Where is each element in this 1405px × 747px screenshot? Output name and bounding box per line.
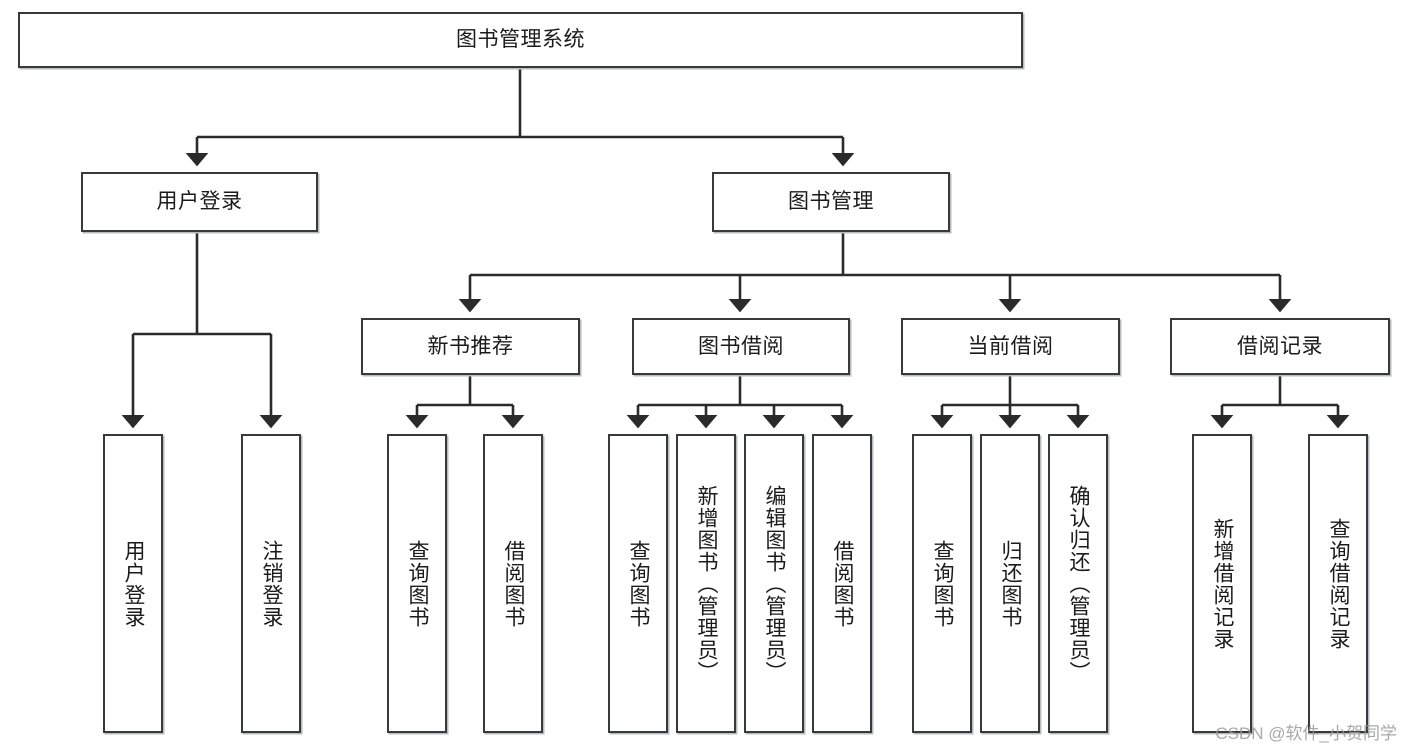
leaf-current-borrow-confirm-return[interactable]: 确认归还（管理员） bbox=[1048, 434, 1108, 733]
node-label: 借阅图书 bbox=[502, 539, 526, 628]
node-label: 用户登录 bbox=[156, 190, 243, 214]
leaf-user-login-logout[interactable]: 注销登录 bbox=[241, 434, 301, 733]
leaf-book-borrow-borrow-book[interactable]: 借阅图书 bbox=[812, 434, 872, 733]
leaf-current-borrow-return-book[interactable]: 归还图书 bbox=[980, 434, 1040, 733]
node-book-borrow[interactable]: 图书借阅 bbox=[632, 318, 850, 375]
node-label: 查询图书 bbox=[406, 539, 430, 628]
leaf-borrow-record-add-record[interactable]: 新增借阅记录 bbox=[1192, 434, 1252, 733]
node-current-borrow[interactable]: 当前借阅 bbox=[901, 318, 1120, 375]
node-label: 借阅图书 bbox=[831, 539, 855, 628]
leaf-book-borrow-edit-book[interactable]: 编辑图书（管理员） bbox=[744, 434, 804, 733]
node-label: 新书推荐 bbox=[427, 334, 514, 358]
leaf-user-login-login[interactable]: 用户登录 bbox=[103, 434, 163, 733]
node-label: 编辑图书（管理员） bbox=[763, 484, 787, 683]
leaf-current-borrow-query-book[interactable]: 查询图书 bbox=[912, 434, 972, 733]
node-label: 查询借阅记录 bbox=[1327, 517, 1351, 650]
leaf-new-book-borrow-book[interactable]: 借阅图书 bbox=[483, 434, 543, 733]
node-label: 借阅记录 bbox=[1237, 334, 1323, 358]
node-label: 用户登录 bbox=[122, 539, 146, 628]
node-label: 新增借阅记录 bbox=[1211, 517, 1235, 650]
leaf-book-borrow-add-book[interactable]: 新增图书（管理员） bbox=[676, 434, 736, 733]
node-label: 图书管理 bbox=[788, 190, 874, 214]
leaf-new-book-query-book[interactable]: 查询图书 bbox=[387, 434, 447, 733]
node-label: 图书借阅 bbox=[698, 334, 784, 358]
leaf-borrow-record-query-record[interactable]: 查询借阅记录 bbox=[1308, 434, 1368, 733]
node-label: 查询图书 bbox=[627, 539, 651, 628]
node-label: 归还图书 bbox=[999, 539, 1023, 628]
node-label: 确认归还（管理员） bbox=[1067, 484, 1091, 683]
node-label: 查询图书 bbox=[931, 539, 955, 628]
node-root-library-system[interactable]: 图书管理系统 bbox=[18, 12, 1023, 68]
node-label: 注销登录 bbox=[260, 539, 284, 628]
node-user-login[interactable]: 用户登录 bbox=[81, 172, 318, 232]
node-label: 新增图书（管理员） bbox=[695, 484, 719, 683]
node-book-management[interactable]: 图书管理 bbox=[712, 172, 950, 232]
leaf-book-borrow-query-book[interactable]: 查询图书 bbox=[608, 434, 668, 733]
node-label: 当前借阅 bbox=[967, 334, 1054, 358]
node-new-book-recommend[interactable]: 新书推荐 bbox=[361, 318, 580, 375]
csdn-watermark: CSDN @软件_小贺同学 bbox=[1215, 724, 1397, 743]
node-label: 图书管理系统 bbox=[456, 28, 585, 52]
node-borrow-record[interactable]: 借阅记录 bbox=[1170, 318, 1390, 375]
